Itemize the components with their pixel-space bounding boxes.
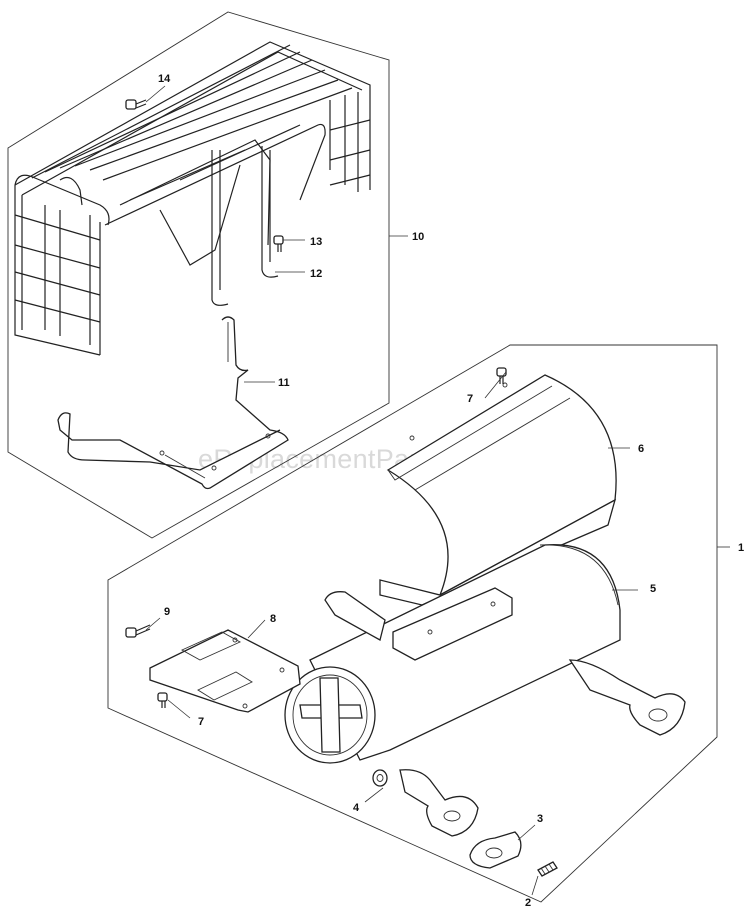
callout-7-left: 7 <box>198 716 204 728</box>
callout-3: 3 <box>537 813 543 825</box>
stud-2 <box>537 861 558 877</box>
screw-13 <box>273 235 284 252</box>
guard-group-boundary <box>7 11 390 539</box>
heat-shield-6 <box>379 374 617 606</box>
screw-14 <box>125 99 147 110</box>
wire-cage-guard <box>14 41 371 356</box>
callout-7-top: 7 <box>467 393 473 405</box>
callout-13: 13 <box>310 236 322 248</box>
muffler-5 <box>284 544 686 837</box>
callout-10: 10 <box>412 231 424 243</box>
callout-2: 2 <box>525 897 531 909</box>
callout-1: 1 <box>738 542 744 554</box>
muffler-group-boundary <box>107 344 718 903</box>
callout-11: 11 <box>278 377 290 389</box>
callout-4: 4 <box>353 802 360 814</box>
screw-9 <box>125 624 151 638</box>
callout-14: 14 <box>158 73 171 85</box>
guard-assembly-group <box>7 11 408 539</box>
screw-7-left <box>157 692 168 708</box>
callout-5: 5 <box>650 583 656 595</box>
bracket-11 <box>57 316 289 490</box>
nut-4 <box>372 769 388 787</box>
callout-9: 9 <box>164 606 170 618</box>
callout-8: 8 <box>270 613 276 625</box>
callout-6: 6 <box>638 443 644 455</box>
bracket-8 <box>149 629 301 713</box>
muffler-assembly-group <box>107 344 730 903</box>
gasket-3 <box>469 831 522 869</box>
callout-12: 12 <box>310 268 322 280</box>
